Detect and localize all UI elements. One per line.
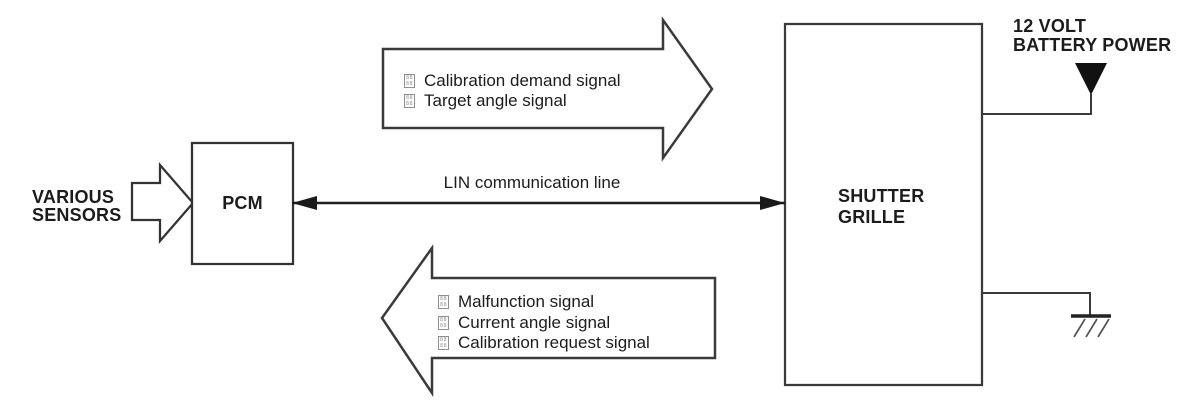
shutter-grille-label: SHUTTER GRILLE xyxy=(838,186,924,228)
signal-label: Malfunction signal xyxy=(458,292,595,312)
battery-connector-line xyxy=(983,94,1092,115)
shutter-grille-line2: GRILLE xyxy=(838,207,906,227)
shutter-grille-line1: SHUTTER xyxy=(838,186,925,206)
ground-connector-line xyxy=(983,292,1091,315)
shutter-grille-box xyxy=(783,22,984,387)
missing-glyph-icon xyxy=(404,94,415,108)
battery-power-label: 12 VOLT BATTERY POWER xyxy=(1013,17,1171,54)
signal-list-item: Target angle signal xyxy=(404,91,621,111)
signal-label: Calibration demand signal xyxy=(424,71,621,90)
signal-list-item: Malfunction signal xyxy=(438,292,650,313)
signal-label: Calibration request signal xyxy=(458,333,650,353)
sensors-block-arrow-right-icon xyxy=(130,161,195,245)
grille-to-pcm-block-arrow-icon xyxy=(380,244,717,398)
various-sensors-line2: SENSORS xyxy=(32,205,122,225)
signal-label: Target angle signal xyxy=(424,91,567,110)
ground-connection xyxy=(983,292,1111,338)
missing-glyph-icon xyxy=(438,315,449,330)
missing-glyph-icon xyxy=(404,74,415,88)
signal-list-item: Current angle signal xyxy=(438,313,650,334)
lin-communication-label: LIN communication line xyxy=(443,173,621,192)
missing-glyph-icon xyxy=(438,295,449,310)
battery-power-triangle-icon xyxy=(1075,63,1107,95)
missing-glyph-icon xyxy=(438,336,449,351)
various-sensors-label: VARIOUS SENSORS xyxy=(32,188,121,224)
lin-communication-line xyxy=(292,196,785,210)
signal-list-item: Calibration demand signal xyxy=(404,71,621,91)
ground-icon xyxy=(1071,314,1111,338)
lin-arrowhead-right-icon xyxy=(760,196,785,210)
various-sensors-line1: VARIOUS xyxy=(32,187,115,207)
pcm-to-grille-block-arrow-icon xyxy=(381,16,714,162)
pcm-label: PCM xyxy=(222,193,263,213)
signal-label: Current angle signal xyxy=(458,312,611,332)
lin-arrowhead-left-icon xyxy=(292,196,317,210)
grille-to-pcm-signal-list: Malfunction signal Current angle signal … xyxy=(438,292,650,354)
pcm-to-grille-signal-list: Calibration demand signal Target angle s… xyxy=(404,71,621,111)
battery-power-connection xyxy=(983,63,1107,115)
battery-power-line2: BATTERY POWER xyxy=(1013,34,1172,55)
battery-power-line1: 12 VOLT xyxy=(1013,16,1087,36)
signal-list-item: Calibration request signal xyxy=(438,333,650,354)
